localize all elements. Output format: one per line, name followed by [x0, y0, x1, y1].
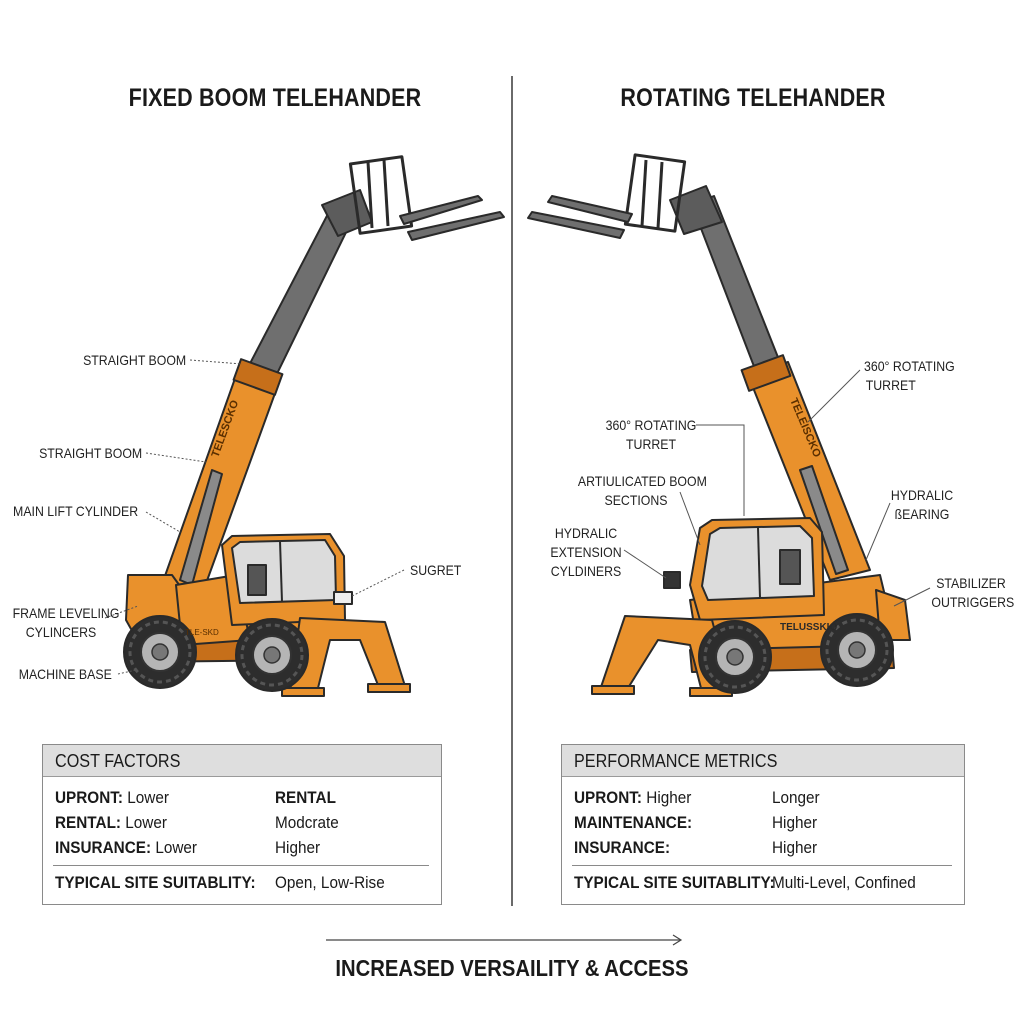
fixed-boom-machine: [122, 155, 505, 697]
left-front-wheel: [234, 617, 310, 693]
callout-rotating-turret-left: 360° ROTATING TURRET: [605, 417, 697, 452]
right-fork-lower: [527, 211, 625, 239]
center-divider: [511, 76, 513, 906]
callout-stabilizer-outriggers: STABILIZER OUTRIGGERS: [931, 575, 1015, 610]
callout-main-lift-cylinder: MAIN LIFT CYLINDER: [12, 503, 138, 519]
perf-row-maintenance: MAINTENANCE:: [574, 813, 693, 832]
callout-hydralic-extension: HYDRALIC EXTENSION CYLDINERS: [550, 525, 622, 579]
left-panel-title: FIXED BOOM TELEHANDER: [128, 84, 422, 112]
left-fork-lower: [407, 211, 505, 241]
right-lift-cylinder: [799, 465, 849, 575]
left-rear-wheel: [122, 614, 198, 690]
callout-frame-leveling: FRAME LEVELING CYLINCERS: [12, 605, 120, 640]
right-fork-upper: [547, 195, 633, 223]
right-fork-carriage: [623, 153, 687, 233]
perf-table-rule: [572, 865, 952, 866]
bottom-caption: INCREASED VERSAILITY & ACCESS: [335, 955, 689, 981]
left-body-lettering: TLE-SKD: [185, 628, 219, 637]
left-fork-upper: [399, 195, 483, 225]
cost-factors-header: COST FACTORS: [43, 745, 441, 777]
callout-rotating-turret-right: 360° ROTATING TURRET: [864, 358, 955, 393]
callout-hydralic-bearing: HYDRALIC ßEARING: [890, 487, 954, 522]
performance-metrics-table: PERFORMANCE METRICS UPRONT: Higher Longe…: [561, 744, 965, 905]
right-boom-head: [669, 185, 723, 235]
right-panel-title: ROTATING TELEHANDER: [620, 84, 886, 112]
cost-suitability-label: TYPICAL SITE SUITABLITY:: [55, 873, 256, 892]
right-front-wheel: [697, 619, 773, 695]
callout-sugret: SUGRET: [410, 562, 462, 578]
right-leader-lines: [623, 369, 931, 607]
perf-row-insurance: INSURANCE:: [574, 838, 671, 857]
rotating-machine: [527, 153, 911, 697]
callout-straight-boom-upper: STRAIGHT BOOM: [82, 352, 186, 368]
versatility-arrow: [326, 934, 683, 946]
perf-suitability-value: Multi-Level, Confined: [772, 873, 916, 892]
cost-factors-table: COST FACTORS UPRONT: Lower RENTAL RENTAL…: [42, 744, 442, 905]
right-body-lettering: TELUSSKIO: [780, 622, 837, 633]
cost-row-rental: RENTAL: Lower: [55, 813, 167, 832]
callout-straight-boom-lower: STRAIGHT BOOM: [38, 445, 142, 461]
perf-row-maintenance-right: Higher: [772, 813, 818, 832]
left-leader-lines: [104, 359, 405, 675]
cost-row-upront: UPRONT: Lower: [55, 788, 169, 807]
cost-row-upront-right: RENTAL: [275, 788, 336, 807]
cost-row-rental-right: Modcrate: [275, 813, 339, 832]
perf-row-upront: UPRONT: Higher: [574, 788, 692, 807]
cost-row-insurance-right: Higher: [275, 838, 321, 857]
perf-row-upront-right: Longer: [772, 788, 820, 807]
callout-articulated-boom: ARTIULICATED BOOM SECTIONS: [577, 473, 707, 508]
performance-metrics-header: PERFORMANCE METRICS: [562, 745, 964, 777]
left-fork-carriage: [348, 155, 414, 235]
cost-row-insurance: INSURANCE: Lower: [55, 838, 198, 857]
left-boom-gray: [243, 209, 353, 385]
perf-suitability-label: TYPICAL SITE SUITABLITY:: [574, 873, 775, 892]
cost-table-rule: [53, 865, 429, 866]
callout-machine-base: MACHINE BASE: [18, 666, 112, 682]
cost-suitability-value: Open, Low-Rise: [275, 873, 385, 892]
perf-row-insurance-right: Higher: [772, 838, 818, 857]
